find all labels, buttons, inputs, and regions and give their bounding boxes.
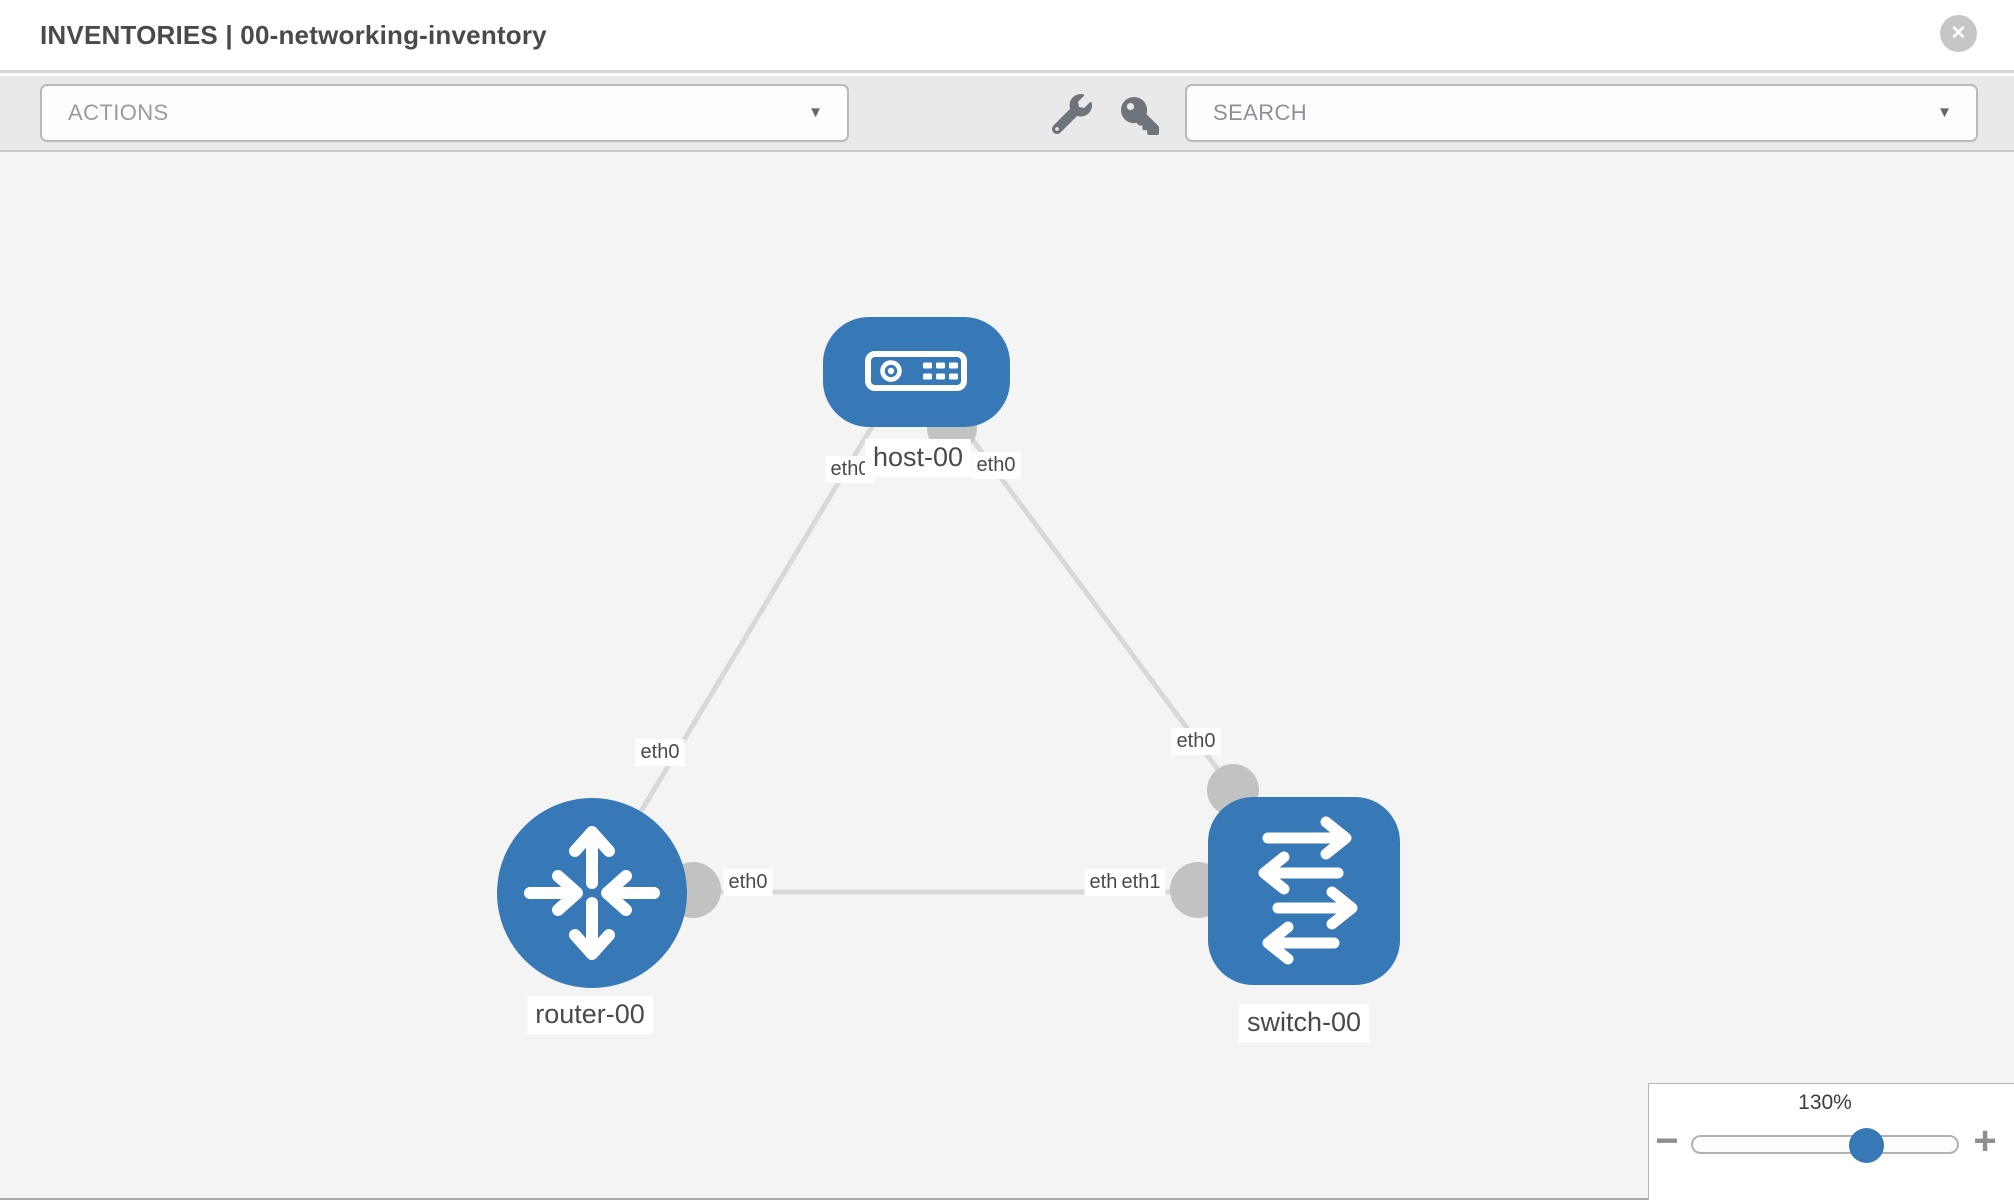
chevron-down-icon: ▼ [1937,104,1952,121]
interface-label: eth0 [1171,728,1221,755]
header: INVENTORIES | 00-networking-inventory ✕ [0,0,2014,73]
close-button[interactable]: ✕ [1940,15,1977,52]
interface-label: eth0 [635,739,685,766]
topology-canvas[interactable]: eth0 eth0 eth0 eth0 eth0 eth0 eth1 host-… [0,152,2014,1200]
zoom-out-button[interactable]: − [1655,1118,1679,1163]
wrench-button[interactable] [1050,92,1094,136]
zoom-level: 130% [1798,1091,1852,1114]
toolbar: ACTIONS ▼ SEARCH ▼ [0,76,2014,152]
key-icon [1121,97,1159,135]
switch-icon [1258,816,1358,965]
zoom-slider-thumb[interactable] [1849,1128,1884,1163]
zoom-in-button[interactable]: + [1973,1118,1997,1163]
interface-label: eth0 [723,869,773,896]
actions-dropdown[interactable]: ACTIONS ▼ [40,84,849,142]
node-label-router: router-00 [527,996,653,1034]
interface-label: eth0 [825,456,875,483]
node-switch-00[interactable] [1208,797,1400,985]
actions-dropdown-label: ACTIONS [68,100,169,125]
node-label-host: host-00 [864,439,972,477]
page-title: INVENTORIES | 00-networking-inventory [40,20,547,50]
key-button[interactable] [1118,94,1162,138]
search-dropdown-label: SEARCH [1213,100,1308,125]
zoom-slider[interactable] [1691,1128,1959,1163]
interface-label: eth0 [971,452,1021,479]
router-icon [524,826,660,960]
close-icon: ✕ [1950,23,1967,44]
zoom-panel: 130% − + [1648,1083,2014,1200]
node-label-switch: switch-00 [1238,1004,1370,1042]
node-host-00[interactable] [823,317,1010,427]
search-dropdown[interactable]: SEARCH ▼ [1185,84,1978,142]
wrench-icon [1052,94,1092,134]
host-icon [865,351,967,391]
chevron-down-icon: ▼ [808,104,823,121]
interface-label: eth1 [1116,869,1166,896]
node-router-00[interactable] [497,798,687,988]
